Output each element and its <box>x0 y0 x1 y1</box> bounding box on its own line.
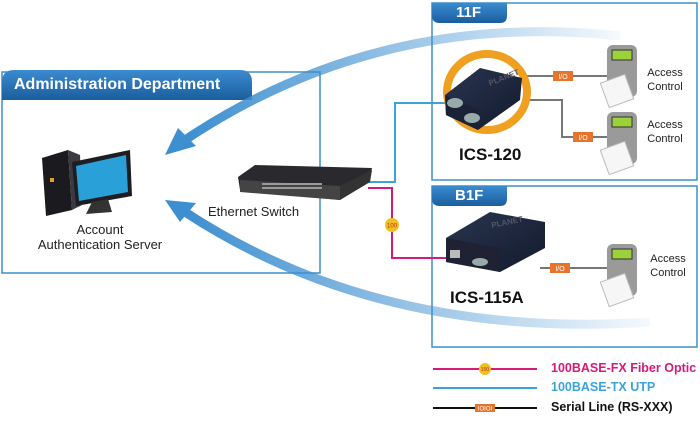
ethernet-switch-icon <box>238 165 372 200</box>
server-label-1: Account <box>76 222 124 237</box>
legend-serial-label: Serial Line (RS-XXX) <box>551 400 673 414</box>
switch-label: Ethernet Switch <box>208 204 300 219</box>
access-reader-icon-3 <box>599 244 637 308</box>
arrowhead-bottom <box>165 200 196 222</box>
ics-115a-icon: PLANET <box>446 212 545 272</box>
zone-b1f-title: B1F <box>455 187 484 204</box>
svg-text:I/O: I/O <box>555 266 565 273</box>
auth-arrow-b1f <box>182 208 651 329</box>
io-badges: I/O I/O I/O <box>550 71 593 273</box>
ics-115a-label: ICS-115A <box>450 288 524 307</box>
ics-120-label: ICS-120 <box>459 145 522 164</box>
legend-utp-label: 100BASE-TX UTP <box>551 380 656 394</box>
svg-text:I/O: I/O <box>578 135 588 142</box>
utp-link <box>368 102 446 183</box>
legend-fiber-badge: 100 <box>481 367 490 373</box>
svg-text:I/O: I/O <box>558 74 568 81</box>
tab-b1f <box>432 186 507 206</box>
fiber-badge <box>385 218 399 232</box>
server-label-2: Authentication Server <box>37 237 163 252</box>
fiber-badge-text: 100 <box>387 224 398 230</box>
access-reader-icon-2 <box>599 112 637 176</box>
admin-tab <box>2 70 252 100</box>
admin-zone-title: Administration Department <box>14 76 221 93</box>
legend-fiber-label: 100BASE-FX Fiber Optic <box>551 361 697 375</box>
tab-11f <box>432 3 507 23</box>
server-icon <box>42 150 132 216</box>
arrowhead-top <box>165 128 196 155</box>
legend-serial-badge: IOIOI <box>478 407 493 413</box>
legend-lines <box>433 363 537 412</box>
zone-11f-title: 11F <box>456 4 482 21</box>
access-reader-icon-1 <box>599 45 637 109</box>
ics-120-icon: PLANET <box>443 50 531 134</box>
auth-arrow-11f <box>182 27 621 144</box>
